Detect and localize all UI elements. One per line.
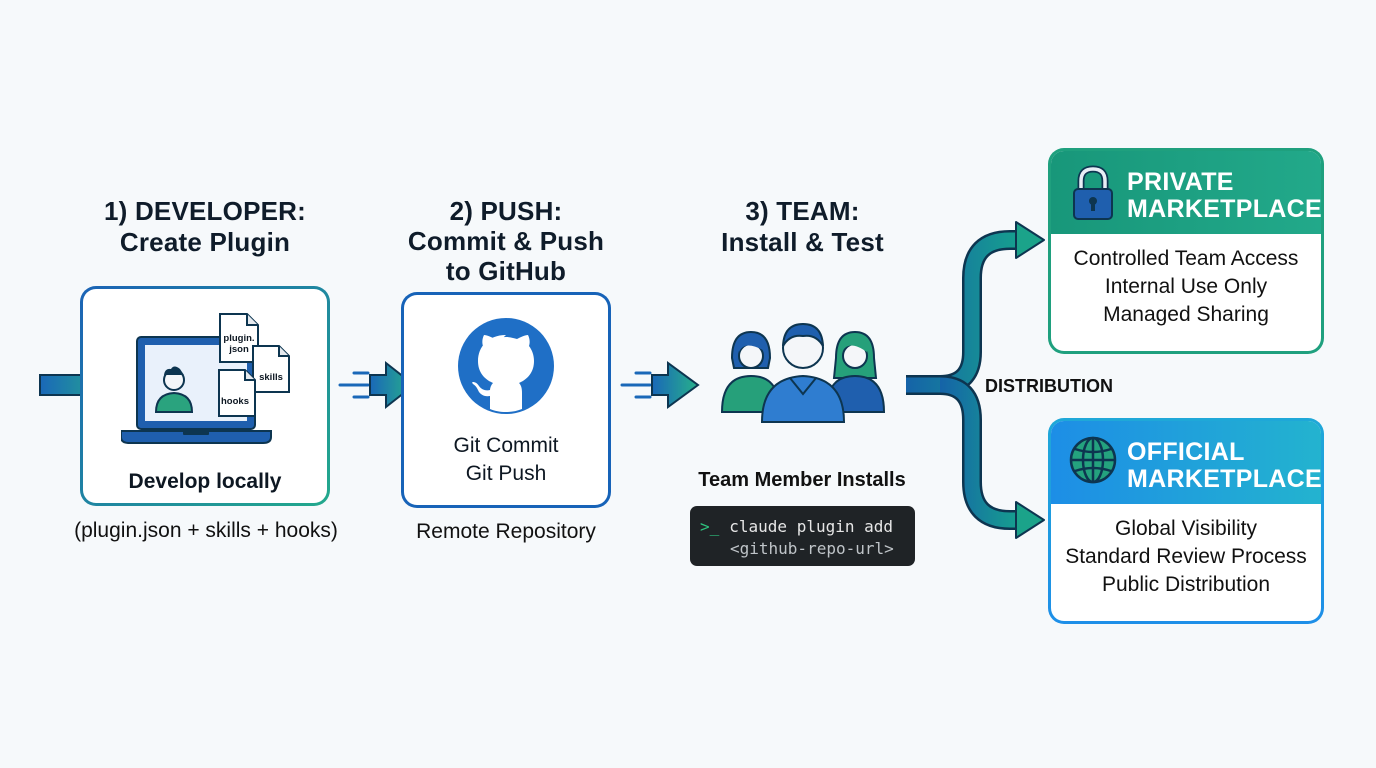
globe-icon — [1069, 436, 1117, 484]
install-command-terminal: >_ claude plugin add <github-repo-url> — [690, 506, 915, 566]
github-icon — [458, 318, 554, 414]
official-marketplace-card: OFFICIAL MARKETPLACE Global Visibility S… — [1048, 418, 1324, 624]
distribution-branch-arrow — [906, 221, 1045, 539]
official-marketplace-title-line1: OFFICIAL — [1127, 438, 1245, 466]
push-box-line2: Git Push — [465, 462, 547, 485]
push-box-line1: Git Commit — [453, 434, 559, 457]
terminal-command: claude plugin add — [729, 517, 894, 536]
arrow-stage2-to-stage3 — [620, 361, 700, 409]
stage3-title: 3) TEAM: Install & Test — [721, 196, 884, 257]
stage1-caption: (plugin.json + skills + hooks) — [74, 519, 338, 542]
team-members-icon — [720, 322, 886, 423]
private-marketplace-header: PRIVATE MARKETPLACE — [1051, 151, 1321, 234]
official-marketplace-header: OFFICIAL MARKETPLACE — [1051, 421, 1321, 504]
terminal-prompt: >_ — [700, 517, 720, 536]
official-feature-1: Global Visibility — [1114, 517, 1257, 540]
developer-avatar-icon — [154, 366, 194, 413]
stage2-caption: Remote Repository — [416, 520, 596, 543]
terminal-argument: <github-repo-url> — [730, 539, 894, 558]
private-marketplace-title-line1: PRIVATE — [1127, 168, 1234, 196]
team-member-center-icon — [760, 322, 846, 423]
private-marketplace-features: Controlled Team Access Internal Use Only… — [1051, 234, 1321, 329]
develop-box: plugin. json skills hooks Develop locall… — [80, 286, 330, 506]
official-feature-2: Standard Review Process — [1065, 545, 1307, 568]
private-feature-1: Controlled Team Access — [1073, 247, 1299, 270]
stage1-title: 1) DEVELOPER: Create Plugin — [104, 196, 306, 257]
private-feature-2: Internal Use Only — [1104, 275, 1268, 298]
file-hooks-icon: hooks — [218, 369, 256, 417]
distribution-label: DISTRIBUTION — [985, 376, 1113, 396]
file-skills-icon: skills — [252, 345, 290, 393]
file-plugin-json-icon: plugin. json — [219, 313, 259, 363]
official-feature-3: Public Distribution — [1101, 573, 1271, 596]
private-marketplace-card: PRIVATE MARKETPLACE Controlled Team Acce… — [1048, 148, 1324, 354]
private-feature-3: Managed Sharing — [1103, 303, 1269, 326]
stage3-caption: Team Member Installs — [698, 469, 906, 491]
develop-box-label: Develop locally — [128, 470, 282, 493]
stage2-title: 2) PUSH: Commit & Push to GitHub — [407, 196, 605, 286]
official-marketplace-features: Global Visibility Standard Review Proces… — [1051, 504, 1321, 599]
lock-icon — [1073, 165, 1113, 220]
private-marketplace-title-line2: MARKETPLACE — [1127, 195, 1321, 223]
push-box: Git Commit Git Push — [401, 292, 611, 508]
arrow-stage1-to-stage2 — [338, 360, 416, 410]
official-marketplace-title-line2: MARKETPLACE — [1127, 465, 1321, 493]
